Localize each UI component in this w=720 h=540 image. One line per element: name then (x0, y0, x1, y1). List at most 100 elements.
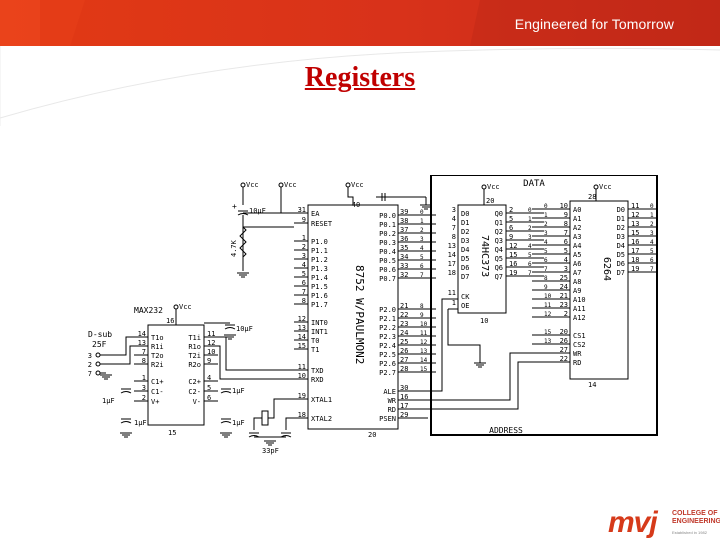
mcu-p2-num: 28 (400, 365, 408, 373)
mcu-p2-num: 25 (400, 338, 408, 346)
latch-q-bit: 1 (528, 216, 532, 223)
dsub-rx (100, 345, 134, 365)
logo-line3: Established in 1982 (672, 530, 707, 535)
mcu-p2-bit: 11 (420, 330, 428, 337)
ram-ctrl-num: 27 (560, 346, 568, 354)
mcu-p2-bit: 10 (420, 321, 428, 328)
dsub-pin (95, 352, 101, 358)
ram-d-num: 13 (631, 220, 639, 228)
latch-d-name: D2 (461, 228, 469, 236)
ram-d-bit: 2 (650, 221, 654, 228)
mcu-pin-name: P1.3 (311, 265, 328, 273)
latch-d-num: 7 (452, 224, 456, 232)
ram-a-num: 23 (560, 301, 568, 309)
dsub-pin-num: 2 (88, 361, 92, 369)
max232-pin-num: 6 (207, 394, 211, 402)
latch-q-name: Q7 (495, 273, 503, 281)
mcu-p0-bit: 2 (420, 227, 424, 234)
ram-a-num: 5 (564, 247, 568, 255)
max232-pin-name: T1o (151, 334, 164, 342)
mcu-pin-num: 11 (298, 363, 306, 371)
ram-d-bit: 5 (650, 248, 654, 255)
mcu-pin-num: 31 (298, 206, 306, 214)
header-tagline: Engineered for Tomorrow (514, 16, 674, 32)
cap-1uf-label: 1μF (232, 387, 245, 395)
ram-d-name: D4 (617, 242, 625, 250)
vcc-terminal (481, 184, 487, 190)
latch-d-num: 17 (448, 260, 456, 268)
vcc-terminal (173, 304, 179, 310)
ram-ctrl-bit: 13 (544, 338, 552, 345)
mcu-pin-num: 14 (298, 333, 306, 341)
ram-ctrl-name: WR (573, 350, 582, 358)
vminus-cap (220, 421, 232, 424)
ram-ctrl-num: 26 (560, 337, 568, 345)
latch-d-num: 14 (448, 251, 456, 259)
latch-name: 74HC373 (479, 235, 490, 277)
latch-d-name: D6 (461, 264, 469, 272)
ram-a-name: A0 (573, 206, 581, 214)
max232-pin-num: 13 (138, 339, 146, 347)
mcu-pin-name: P1.4 (311, 274, 328, 282)
ram-a-num: 7 (564, 229, 568, 237)
mcu-pin-20: 20 (368, 431, 376, 439)
mcu-pin-num: 3 (302, 252, 306, 260)
xtal-left (253, 417, 262, 430)
ram-a-bit: 9 (544, 284, 548, 291)
logo-line2: ENGINEERING (672, 518, 720, 525)
mcu-pin-name: RXD (311, 376, 324, 384)
mcu-8752-body (307, 204, 399, 430)
charge-pump-cap (120, 391, 132, 394)
max232-pin-num: 12 (207, 339, 215, 347)
latch-q-num: 12 (509, 242, 517, 250)
reset-cap-label: 10μF (249, 207, 266, 215)
max232-pin-name: R1o (188, 343, 201, 351)
ram-a-num: 10 (560, 202, 568, 210)
wires (100, 187, 656, 438)
ram-d-bit: 6 (650, 257, 654, 264)
mcu-p0-bit: 1 (420, 218, 424, 225)
mcu-p2-name: P2.2 (379, 324, 396, 332)
ram-a-num: 6 (564, 238, 568, 246)
ram-a-name: A12 (573, 314, 586, 322)
max232-pin-num: 14 (138, 330, 146, 338)
mcu-name: 8752 W/PAULMON2 (353, 265, 366, 364)
mcu-p2-name: P2.6 (379, 360, 396, 368)
xtal-cap (248, 435, 260, 438)
latch-ck-num: 11 (448, 289, 456, 297)
mcu-p2-bit: 15 (420, 366, 428, 373)
mcu-p0-name: P0.3 (379, 239, 396, 247)
max232-name: MAX232 (134, 306, 163, 315)
cap-10uf-label: 10μF (236, 325, 253, 333)
mcu-p0-bit: 3 (420, 236, 424, 243)
latch-d-name: D3 (461, 237, 469, 245)
ram-d-bit: 1 (650, 212, 654, 219)
latch-q-name: Q1 (495, 219, 503, 227)
ram-a-bit: 10 (544, 293, 552, 300)
max232-pin-num: 2 (142, 394, 146, 402)
mcu-pin-name: XTAL2 (311, 415, 332, 423)
ram-ctrl-bit: 15 (544, 329, 552, 336)
dsub-pin-num: 7 (88, 370, 92, 378)
latch-ck-name: CK (461, 293, 470, 301)
ram-a-num: 4 (564, 256, 568, 264)
ram-d-name: D6 (617, 260, 625, 268)
latch-q-num: 16 (509, 260, 517, 268)
latch-q-num: 6 (509, 224, 513, 232)
latch-q-bit: 5 (528, 252, 532, 259)
address-bus-label: ADDRESS (489, 426, 523, 435)
ram-ctrl-name: RD (573, 359, 581, 367)
ram-d-name: D5 (617, 251, 625, 259)
max232-pin-name: V- (193, 398, 201, 406)
max232-pin-num: 5 (207, 384, 211, 392)
mcu-p2-name: P2.4 (379, 342, 396, 350)
mcu-p0-num: 33 (400, 262, 408, 270)
mcu-p0-name: P0.4 (379, 248, 396, 256)
mcu-p2-name: P2.0 (379, 306, 396, 314)
latch-q-bit: 2 (528, 225, 532, 232)
mcu-p0-num: 32 (400, 271, 408, 279)
ram-d-bit: 7 (650, 266, 654, 273)
mcu-p2-num: 21 (400, 302, 408, 310)
vcc-terminal (345, 182, 351, 188)
header-bar: Engineered for Tomorrow (0, 0, 720, 46)
